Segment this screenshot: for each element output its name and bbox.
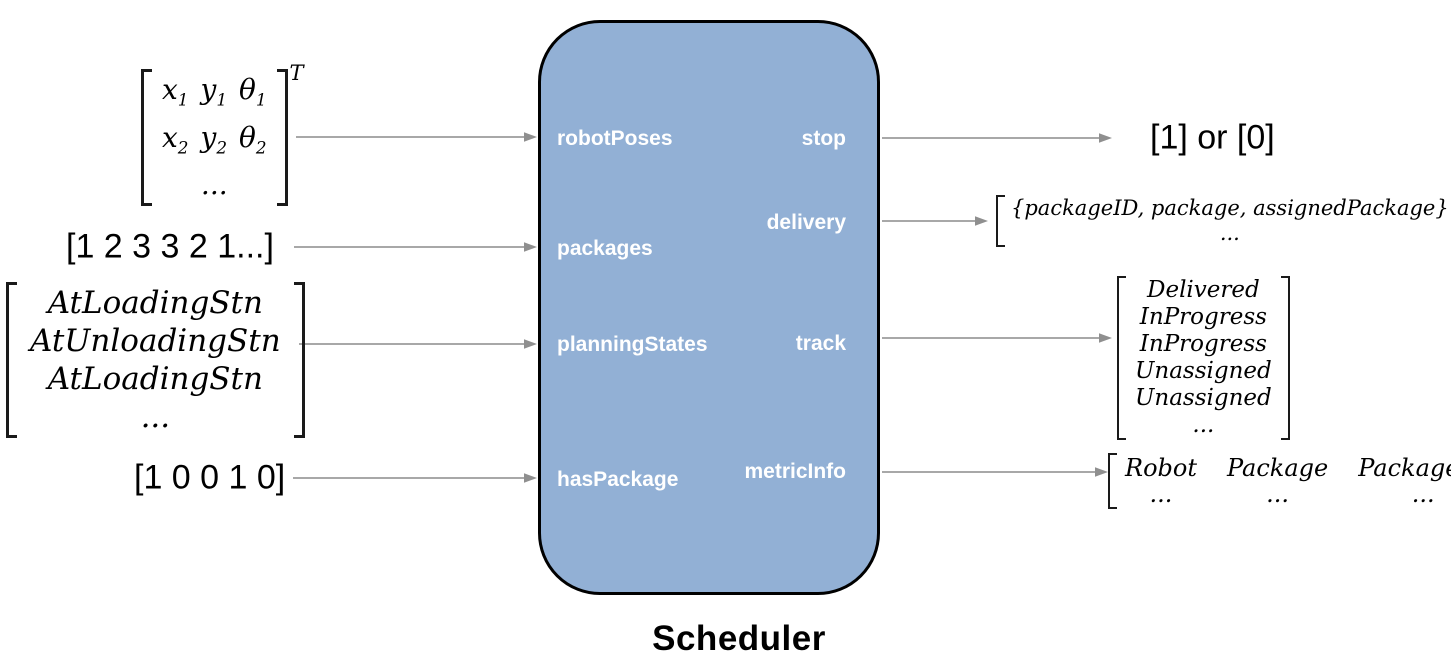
port-label-robotposes: robotPoses xyxy=(557,127,673,150)
output-expr-metric-info: Robot ... Package ... PackageID ... xyxy=(1108,453,1451,509)
matrix-column: Package ... xyxy=(1226,454,1329,508)
arrow-output-track xyxy=(882,333,1112,343)
matrix-row: Unassigned xyxy=(1135,385,1272,411)
matrix-row: {packageID, package, assignedPackage} xyxy=(1011,196,1449,220)
input-expr-has-package: [1 0 0 1 0] xyxy=(134,458,286,497)
matrix-ellipsis: ... xyxy=(140,399,171,435)
matrix-row: AtLoadingStn xyxy=(47,361,263,397)
arrow-input-haspackage xyxy=(293,473,537,483)
input-expr-robot-poses: x1 y1 θ1 x2 y2 θ2 ... T xyxy=(141,61,304,207)
block-title: Scheduler xyxy=(652,619,826,658)
matrix-row: x1 y1 θ1 xyxy=(162,73,267,110)
arrow-output-metricinfo xyxy=(882,467,1108,477)
port-label-planningstates: planningStates xyxy=(557,333,708,356)
input-expr-planning-states: AtLoadingStn AtUnloadingStn AtLoadingStn… xyxy=(6,282,305,438)
matrix-row: Delivered xyxy=(1147,277,1260,303)
scheduler-block: robotPoses packages planningStates hasPa… xyxy=(538,20,880,595)
transpose-superscript: T xyxy=(289,61,304,85)
output-expr-delivery: {packageID, package, assignedPackage} ..… xyxy=(996,195,1451,247)
output-expr-track: Delivered InProgress InProgress Unassign… xyxy=(1117,276,1290,440)
matrix-ellipsis: ... xyxy=(200,168,228,202)
input-expr-packages: [1 2 3 3 2 1...] xyxy=(66,227,274,266)
arrow-input-packages xyxy=(294,242,537,252)
matrix-bracket-left xyxy=(1117,276,1126,440)
matrix-bracket-left xyxy=(996,195,1005,247)
matrix-row: Unassigned xyxy=(1135,358,1272,384)
matrix-bracket-left xyxy=(141,69,152,207)
matrix-row: InProgress xyxy=(1139,304,1267,330)
matrix-ellipsis: ... xyxy=(1192,412,1215,438)
matrix-bracket-right xyxy=(276,69,288,207)
matrix-row: x2 y2 θ2 xyxy=(162,120,267,158)
matrix-row: InProgress xyxy=(1139,331,1267,357)
matrix-column: PackageID ... xyxy=(1358,454,1451,508)
matrix-bracket-left xyxy=(6,282,17,438)
port-label-delivery: delivery xyxy=(766,211,846,234)
output-expr-stop: [1] or [0] xyxy=(1150,118,1275,157)
port-label-metricinfo: metricInfo xyxy=(744,460,846,483)
matrix-column: Robot ... xyxy=(1125,454,1197,508)
port-label-haspackage: hasPackage xyxy=(557,468,679,491)
matrix-bracket-right xyxy=(293,282,305,438)
port-label-stop: stop xyxy=(801,127,846,150)
matrix-row: AtLoadingStn xyxy=(47,285,263,321)
arrow-input-planningstates xyxy=(299,339,537,349)
arrow-output-stop xyxy=(882,133,1112,143)
arrow-output-delivery xyxy=(882,216,988,226)
matrix-bracket-right xyxy=(1280,276,1290,440)
port-label-packages: packages xyxy=(557,237,653,260)
port-label-track: track xyxy=(795,332,846,355)
matrix-bracket-left xyxy=(1108,453,1117,509)
arrow-input-robotposes xyxy=(296,132,537,142)
matrix-ellipsis: ... xyxy=(1219,221,1240,245)
matrix-row: AtUnloadingStn xyxy=(30,323,281,359)
